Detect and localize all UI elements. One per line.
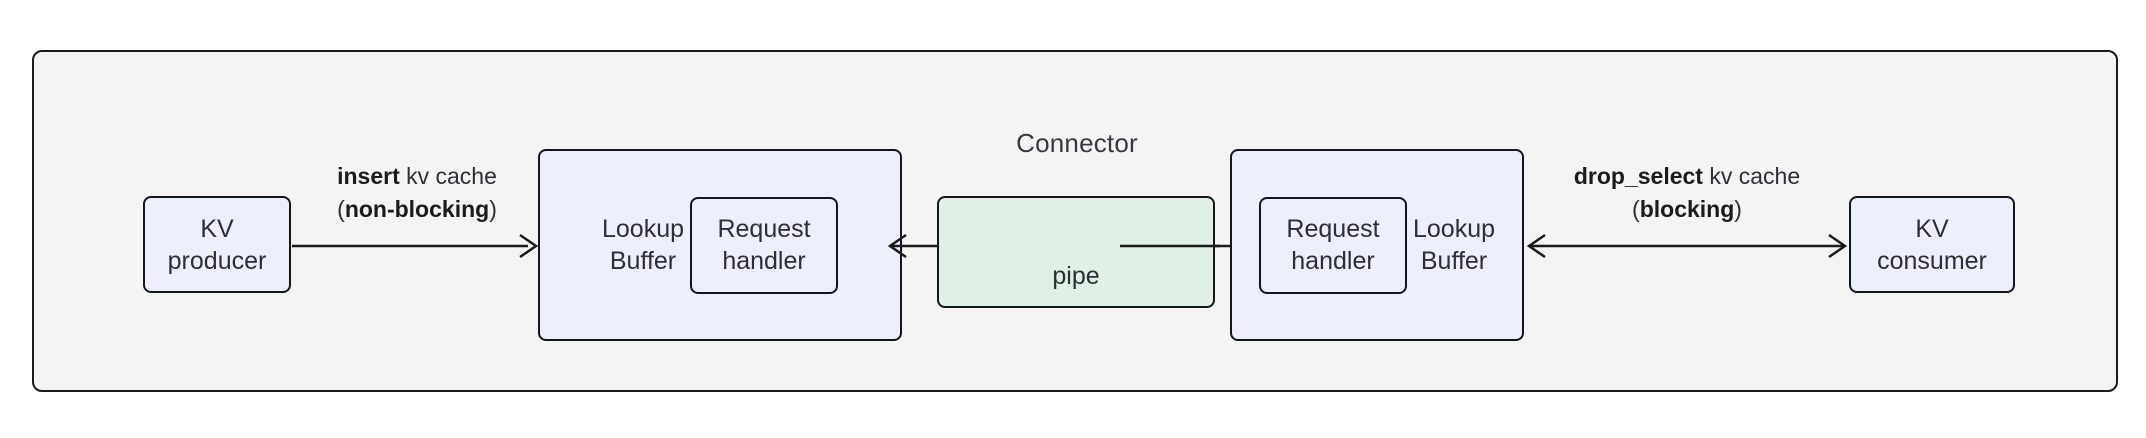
lookup-buffer-right: Request handler Lookup Buffer — [1230, 149, 1524, 341]
lookup-buffer-left-line1: Lookup — [601, 214, 685, 243]
request-handler-left-line1: Request — [717, 214, 811, 243]
kv-consumer-node: KV consumer — [1849, 196, 2015, 293]
edge-op-insert-rest: kv cache — [399, 163, 497, 189]
kv-producer-label-line1: KV — [200, 214, 234, 243]
lookup-buffer-left-line2: Buffer — [609, 247, 677, 275]
lookup-buffer-right-label: Lookup Buffer — [1413, 213, 1495, 278]
edge-label-drop-line2: (blocking) — [1528, 193, 1846, 226]
connector-title: Connector — [1016, 128, 1138, 158]
kv-producer-label-line2: producer — [167, 246, 267, 275]
edge-label-insert: insert kv cache (non-blocking) — [268, 160, 566, 225]
request-handler-right-line2: handler — [1291, 247, 1375, 275]
kv-consumer-label-line2: consumer — [1877, 246, 1987, 275]
lookup-buffer-right-line2: Buffer — [1420, 247, 1488, 275]
request-handler-left: Request handler — [690, 196, 839, 294]
kv-consumer-label-line1: KV — [1915, 214, 1949, 243]
request-handler-left-line2: handler — [722, 247, 806, 275]
lookup-buffer-right-line1: Lookup — [1412, 214, 1496, 243]
kv-producer-node: KV producer — [143, 196, 291, 293]
edge-label-drop-select: drop_select kv cache (blocking) — [1528, 160, 1846, 225]
edge-label-insert-line2: (non-blocking) — [268, 193, 566, 226]
edge-op-drop-select: drop_select — [1573, 163, 1703, 189]
insert-paren-close: ) — [489, 195, 497, 222]
arrow-producer-to-buffer — [292, 233, 539, 259]
drop-paren-close: ) — [1734, 195, 1742, 222]
edge-op-drop-rest: kv cache — [1702, 163, 1801, 189]
insert-paren-open: ( — [337, 195, 345, 222]
pipe-node: pipe — [937, 196, 1215, 308]
pipe-label: pipe — [1052, 262, 1100, 290]
lookup-buffer-left-label: Lookup Buffer — [602, 213, 684, 278]
edge-label-insert-line1: insert kv cache — [268, 160, 566, 193]
request-handler-right-line1: Request — [1286, 214, 1380, 243]
arrow-buffer-to-consumer-bidirectional — [1526, 233, 1848, 259]
request-handler-right: Request handler — [1258, 196, 1407, 294]
insert-mode: non-blocking — [344, 195, 490, 222]
edge-op-insert: insert — [337, 163, 400, 189]
drop-paren-open: ( — [1632, 195, 1640, 222]
edge-label-drop-line1: drop_select kv cache — [1528, 160, 1846, 193]
drop-mode: blocking — [1639, 195, 1735, 222]
lookup-buffer-left: Lookup Buffer Request handler — [538, 149, 902, 341]
